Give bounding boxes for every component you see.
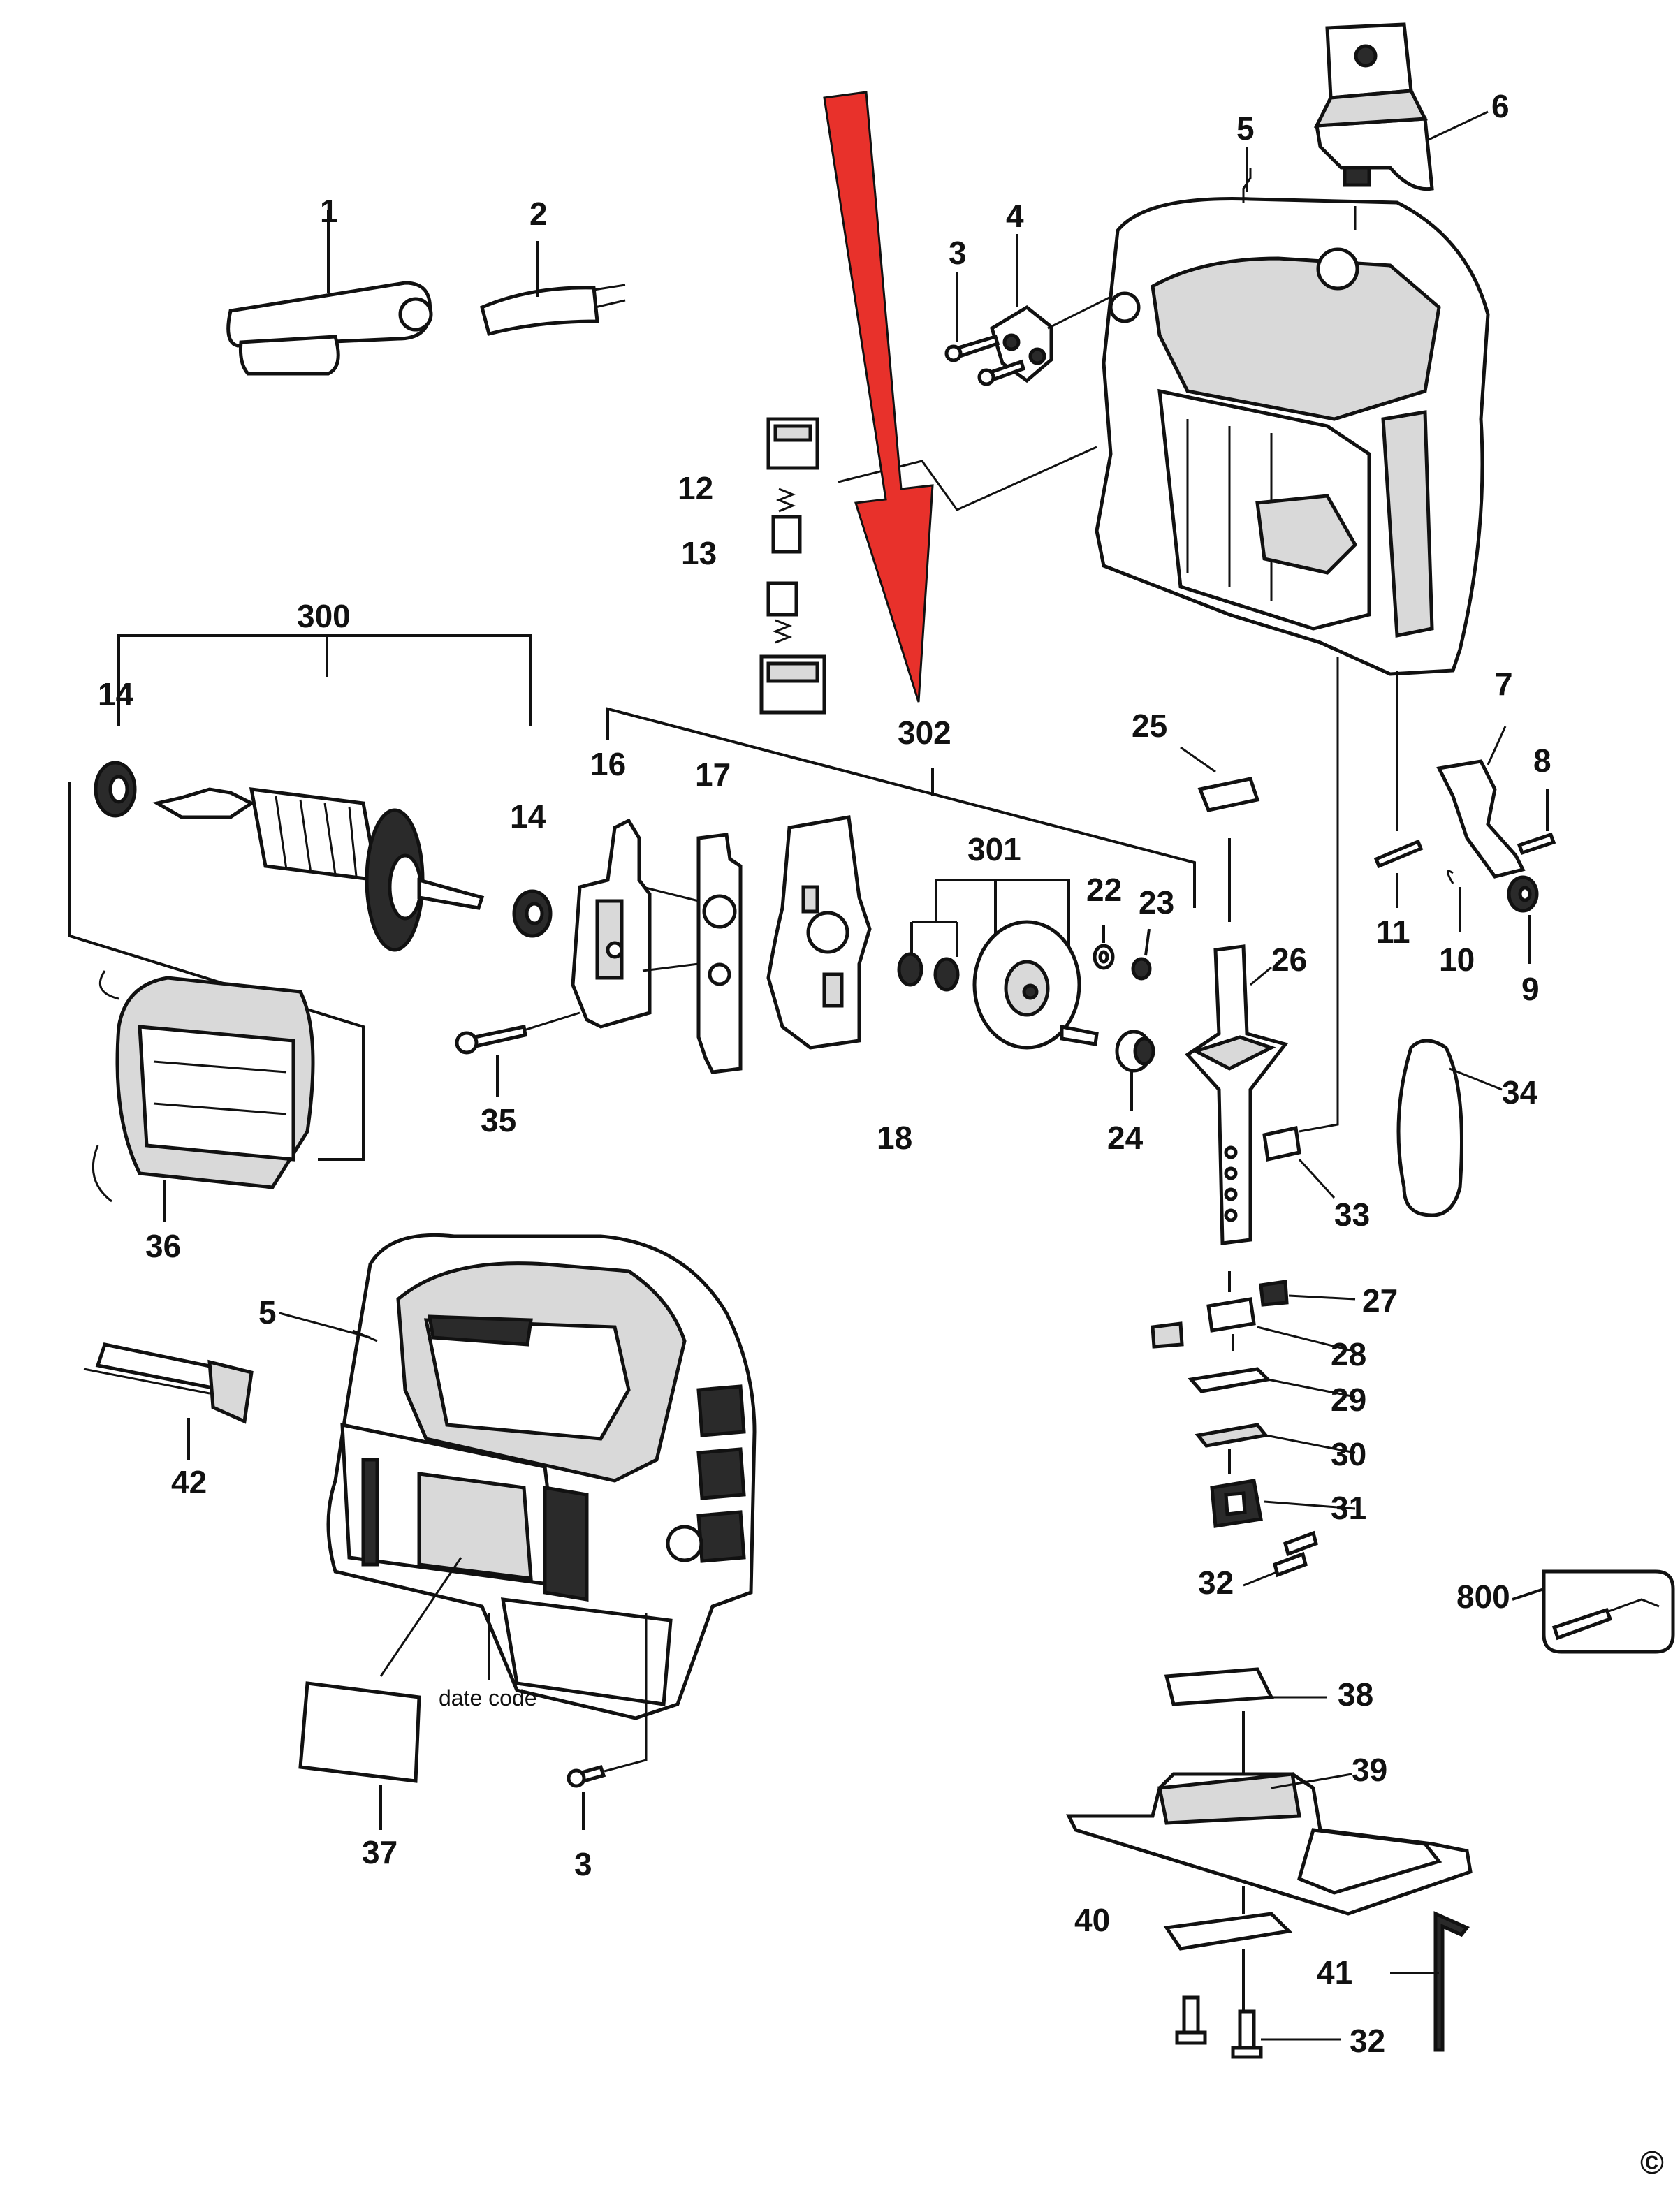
part-18-cover-plate	[766, 815, 872, 1050]
part-11-pin	[1373, 671, 1424, 908]
part-6-switch	[1313, 22, 1489, 191]
label-29: 29	[1331, 1382, 1366, 1418]
label-800: 800	[1456, 1578, 1510, 1615]
label-13: 13	[681, 535, 717, 571]
part-5-housing-half	[1095, 147, 1490, 676]
part-42-spare-blade	[83, 1342, 254, 1460]
label-17: 17	[695, 756, 731, 793]
part-10-clip	[1447, 870, 1461, 932]
part-40-guide	[1163, 1912, 1293, 2012]
label-301: 301	[967, 831, 1021, 867]
label-3a: 3	[949, 235, 967, 271]
part-32-screws-clamp	[1243, 1530, 1318, 1587]
part-32-screws-shoe	[1175, 1995, 1341, 2059]
copyright-mark: ©	[1640, 2144, 1664, 2181]
part-27-blade-clamp	[1259, 1280, 1356, 1307]
label-24: 24	[1107, 1120, 1144, 1156]
part-30-plate	[1195, 1423, 1356, 1474]
label-37: 37	[362, 1834, 397, 1870]
part-35-screw	[455, 1011, 580, 1097]
part-1-cord-guard	[226, 210, 433, 376]
label-23: 23	[1139, 884, 1174, 921]
label-28: 28	[1331, 1336, 1366, 1372]
part-22-washer	[1093, 925, 1115, 970]
part-34-blade-guard	[1396, 1039, 1503, 1217]
label-5a: 5	[1236, 110, 1255, 147]
label-11: 11	[1376, 914, 1410, 950]
label-6: 6	[1491, 88, 1510, 124]
part-37-label	[298, 1557, 462, 1830]
label-2: 2	[529, 196, 548, 232]
part-301-gear-assembly	[897, 879, 1099, 1050]
label-32a: 32	[1198, 1565, 1234, 1601]
part-2-power-cable	[480, 241, 626, 337]
part-23-clip	[1131, 928, 1152, 981]
label-32b: 32	[1350, 2023, 1385, 2059]
label-39: 39	[1352, 1752, 1387, 1788]
part-31-clamp-body	[1210, 1479, 1356, 1528]
part-4-cord-clamp	[990, 234, 1132, 383]
label-8: 8	[1533, 742, 1551, 779]
label-40: 40	[1074, 1902, 1110, 1938]
label-25: 25	[1132, 708, 1167, 744]
label-300: 300	[297, 598, 351, 634]
part-armature	[152, 787, 485, 952]
part-14-bearing-left	[94, 761, 137, 818]
part-8-screw	[1517, 789, 1556, 856]
label-12: 12	[678, 470, 713, 506]
label-7: 7	[1495, 666, 1513, 702]
part-39-base-shoe	[1065, 1772, 1473, 1916]
label-9: 9	[1521, 971, 1540, 1007]
label-38: 38	[1338, 1676, 1373, 1713]
label-18: 18	[877, 1120, 912, 1156]
label-14a: 14	[98, 676, 134, 712]
label-14b: 14	[510, 798, 546, 835]
gear-plate-bracket-302	[606, 707, 1196, 908]
part-36-field-stator	[92, 970, 315, 1222]
part-38-bracket	[1164, 1667, 1327, 1774]
label-36: 36	[145, 1228, 181, 1264]
part-number-labels: 1 2 3 4 5 6 12 13 300 14 14 302 16 17 25…	[98, 88, 1664, 2181]
part-14-bearing-right	[512, 889, 553, 938]
part-12-brush-holder	[759, 417, 1097, 715]
part-29-plate	[1188, 1367, 1356, 1398]
label-3b: 3	[574, 1846, 592, 1882]
part-3-screws	[944, 272, 1026, 386]
part-33-clip	[1262, 657, 1339, 1199]
part-41-hex-key	[1390, 1911, 1470, 2052]
label-33: 33	[1334, 1196, 1370, 1233]
label-22: 22	[1086, 872, 1122, 908]
label-35: 35	[481, 1102, 516, 1138]
part-25-pin	[1180, 746, 1260, 922]
label-26: 26	[1271, 942, 1307, 978]
date-code-note: date code	[439, 1685, 537, 1710]
label-27: 27	[1362, 1282, 1398, 1319]
label-42: 42	[171, 1464, 207, 1500]
part-7-counterweight	[1436, 726, 1526, 879]
down-arrow-icon	[823, 91, 934, 703]
label-30: 30	[1331, 1436, 1366, 1472]
label-4: 4	[1006, 198, 1024, 234]
label-41: 41	[1317, 1954, 1352, 1991]
highlight-arrow	[823, 91, 934, 703]
armature-bracket-300	[68, 634, 532, 1161]
label-1: 1	[320, 193, 338, 229]
part-9-bearing	[1507, 875, 1539, 964]
assembled-jigsaw	[279, 1233, 757, 1720]
label-16: 16	[590, 746, 626, 782]
label-31: 31	[1331, 1490, 1366, 1526]
part-16-gear-plate	[571, 818, 699, 1029]
part-17-gasket	[696, 833, 743, 1074]
part-13-carbon-brush	[766, 488, 802, 644]
part-24-roller	[1115, 1030, 1155, 1111]
label-34: 34	[1502, 1074, 1538, 1111]
label-302: 302	[898, 715, 951, 751]
label-10: 10	[1439, 942, 1475, 978]
part-3-screw-lower	[567, 1613, 648, 1830]
label-5b: 5	[258, 1294, 277, 1331]
part-28-clamp-block	[1151, 1297, 1356, 1353]
part-800-accessory-inset	[1512, 1569, 1675, 1654]
part-26-plunger	[1185, 944, 1289, 1292]
